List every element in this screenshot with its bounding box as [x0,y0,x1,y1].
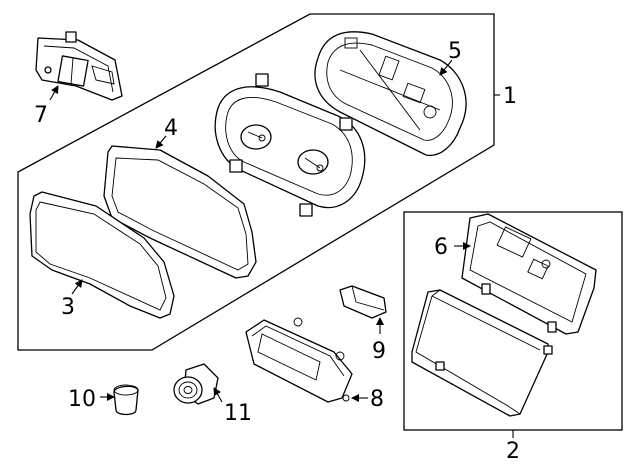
part-8-hud-module [245,317,353,403]
callout-11: 11 [224,401,252,426]
part-9-clip [339,285,387,319]
callout-8: 8 [370,387,384,412]
callout-10: 10 [68,387,96,412]
callout-4: 4 [164,116,178,141]
callout-2: 2 [506,439,520,464]
part-5-rear-housing [314,31,467,157]
part-3-front-lens [29,191,175,319]
callout-6: 6 [434,235,448,260]
callout-7: 7 [34,103,48,128]
leader-7 [49,85,59,101]
callout-3: 3 [61,295,75,320]
leader-5 [439,59,453,76]
part-11-start-button [173,363,219,405]
group-1-frame [17,13,495,351]
leader-3 [71,279,83,295]
part-6-display-bracket [461,213,597,335]
callout-1: 1 [503,84,517,109]
part-10-cap [113,384,139,416]
callout-9: 9 [372,339,386,364]
leader-lines [49,59,471,403]
part-7-switch-module [35,31,123,101]
leader-11 [213,387,223,403]
callout-5: 5 [448,39,462,64]
part-4-gauge-assembly [214,73,366,217]
part-2-display-unit [411,289,553,417]
leader-4 [155,135,167,149]
